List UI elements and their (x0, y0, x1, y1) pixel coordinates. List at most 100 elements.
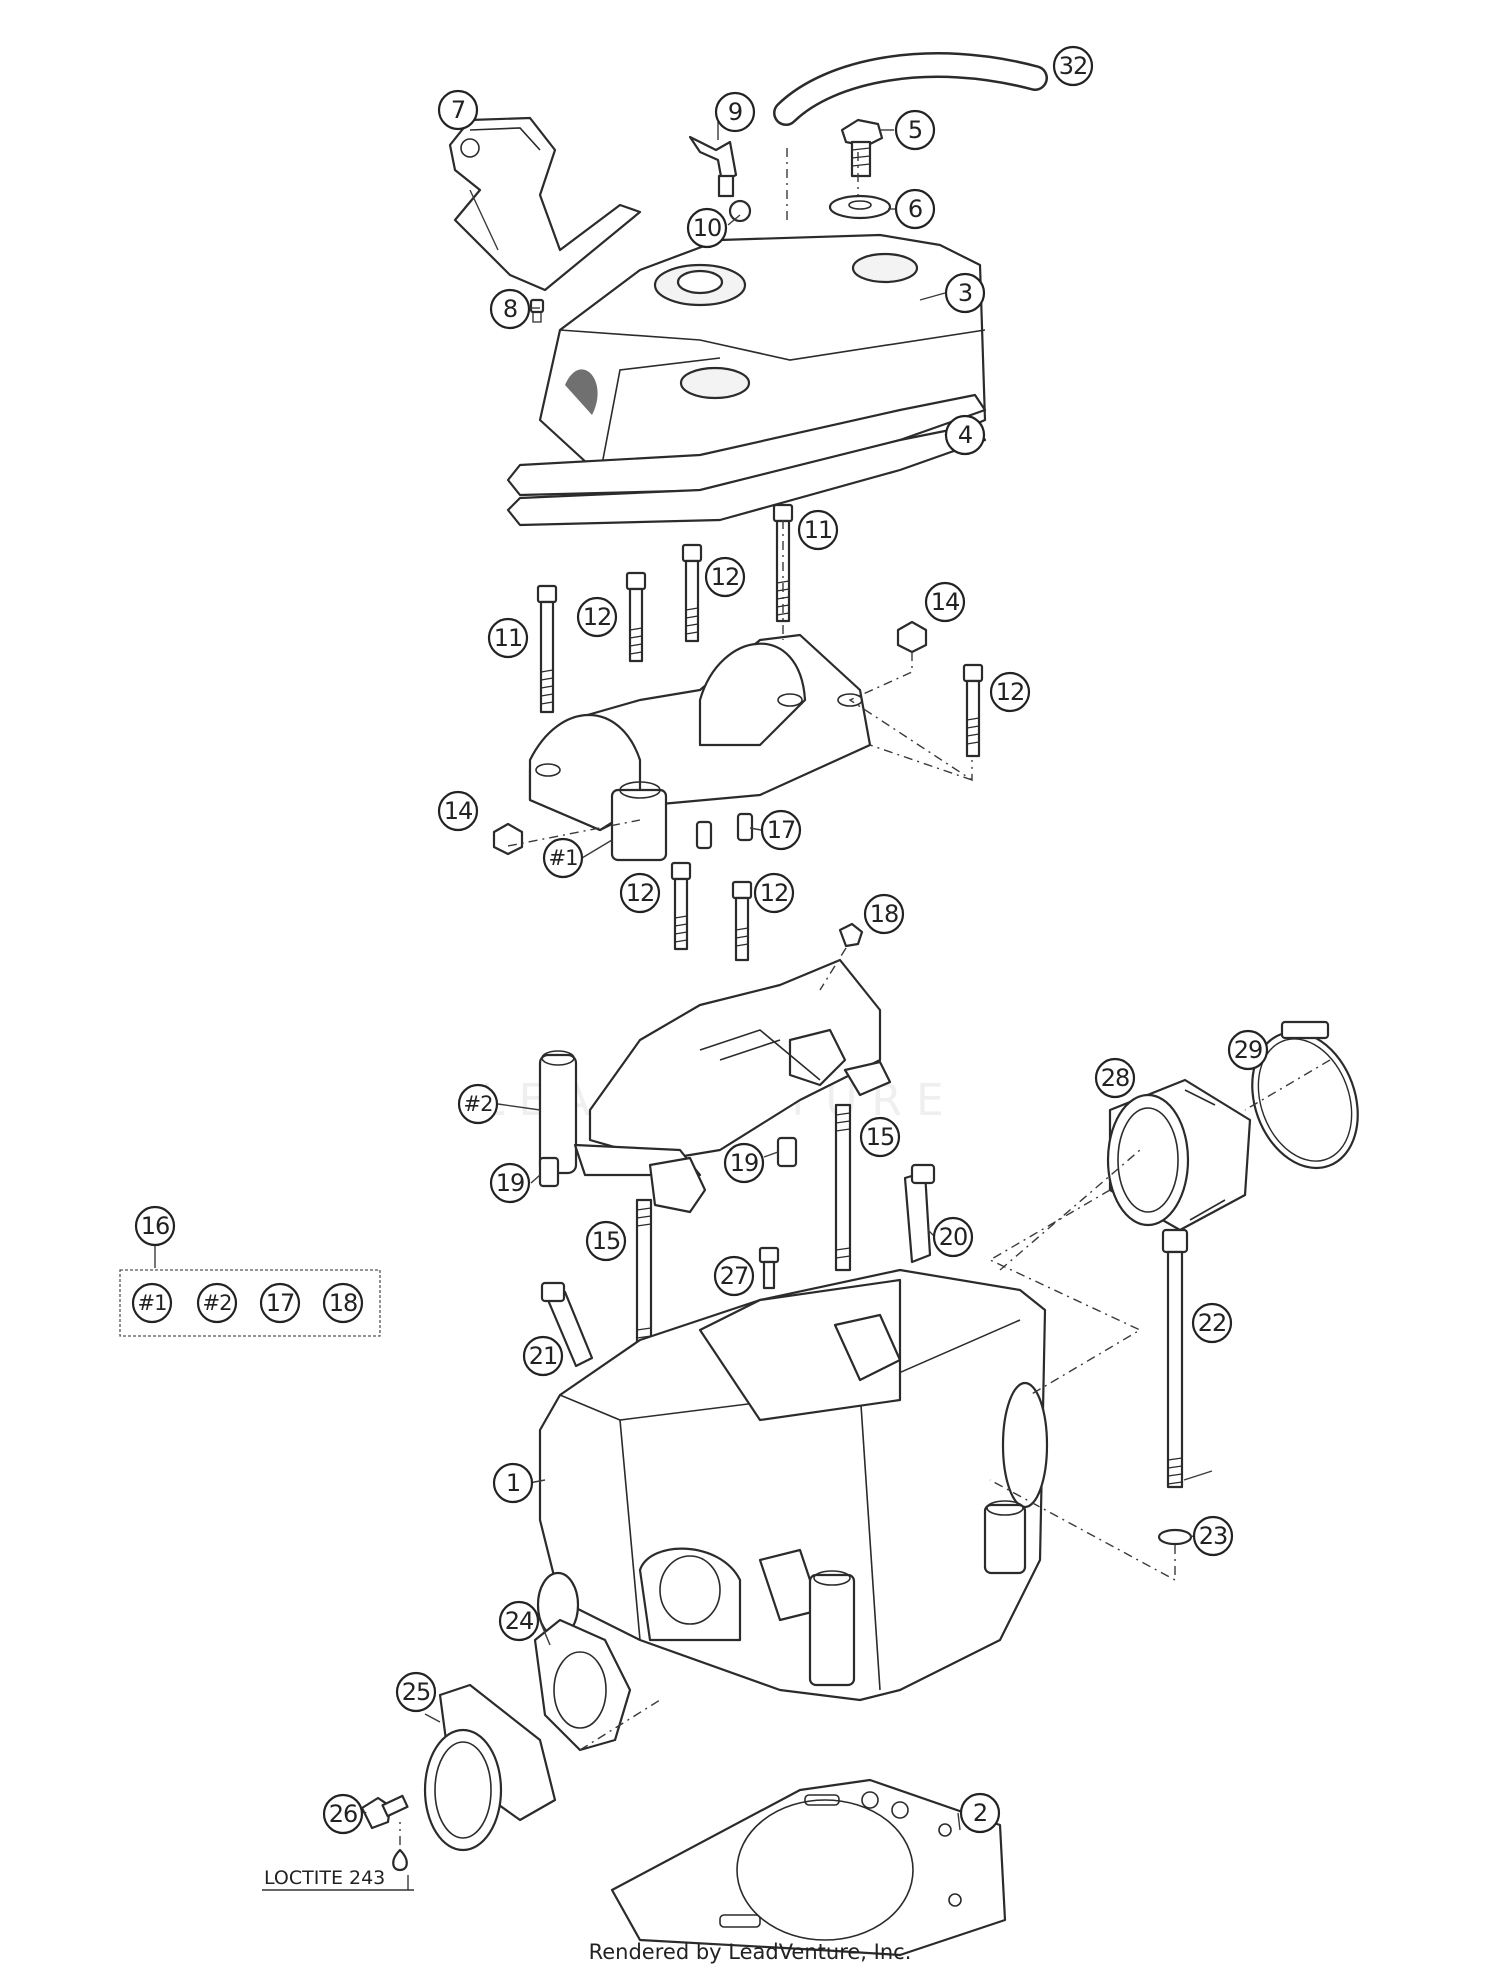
svg-text:24: 24 (505, 1607, 534, 1635)
cylinder-head (536, 1268, 1049, 1702)
callout-21[interactable]: 21 (522, 1335, 564, 1377)
dowel-c (538, 1156, 560, 1188)
svg-text:5: 5 (908, 116, 922, 144)
callout-15-right[interactable]: 15 (859, 1116, 901, 1158)
svg-text:12: 12 (583, 603, 612, 631)
svg-text:25: 25 (402, 1678, 431, 1706)
kit-item-18[interactable]: 18 (322, 1282, 364, 1324)
bolt-12-d (670, 861, 692, 951)
callout-1[interactable]: 1 (492, 1462, 534, 1504)
svg-text:8: 8 (503, 295, 517, 323)
callout-5[interactable]: 5 (894, 109, 936, 151)
callout-23[interactable]: 23 (1192, 1515, 1234, 1557)
callout-29[interactable]: 29 (1227, 1029, 1269, 1071)
flange-screw (360, 1794, 409, 1830)
bracket-part (448, 116, 642, 292)
svg-text:21: 21 (529, 1342, 558, 1370)
svg-text:12: 12 (711, 563, 740, 591)
callout-12-top[interactable]: 12 (704, 556, 746, 598)
callout-11-left[interactable]: 11 (487, 617, 529, 659)
callout-17[interactable]: 17 (760, 809, 802, 851)
svg-text:18: 18 (870, 900, 899, 928)
callout-hash-1[interactable]: #1 (542, 837, 584, 879)
callout-12-lower-left[interactable]: 12 (619, 872, 661, 914)
head-long-bolt (1161, 1228, 1189, 1489)
hose-clamp (1251, 1020, 1359, 1170)
head-gasket (610, 1778, 1007, 1957)
callout-8[interactable]: 8 (489, 288, 531, 330)
kit-box (119, 1269, 381, 1337)
bolt-12-a (625, 571, 647, 663)
svg-text:28: 28 (1101, 1064, 1130, 1092)
callout-16[interactable]: 16 (134, 1205, 176, 1247)
svg-text:12: 12 (996, 678, 1025, 706)
kit-item-17[interactable]: 17 (259, 1282, 301, 1324)
svg-text:15: 15 (866, 1123, 895, 1151)
exhaust-flange (423, 1683, 557, 1852)
svg-text:20: 20 (939, 1223, 968, 1251)
nut-left (492, 822, 524, 856)
callout-12-lower-right[interactable]: 12 (753, 872, 795, 914)
loctite-drop (392, 1848, 408, 1872)
callout-3[interactable]: 3 (944, 272, 986, 314)
callout-12-right[interactable]: 12 (989, 671, 1031, 713)
svg-text:32: 32 (1059, 52, 1088, 80)
cover-bolt (840, 118, 884, 178)
svg-text:23: 23 (1199, 1522, 1228, 1550)
callout-27[interactable]: 27 (713, 1255, 755, 1297)
callout-25[interactable]: 25 (395, 1671, 437, 1713)
screw-small (529, 298, 545, 323)
callout-24[interactable]: 24 (498, 1600, 540, 1642)
svg-text:#1: #1 (138, 1291, 167, 1315)
svg-text:15: 15 (592, 1227, 621, 1255)
callout-9[interactable]: 9 (714, 91, 756, 133)
intake-rubber (1106, 1078, 1252, 1232)
svg-text:7: 7 (451, 96, 465, 124)
screw-27 (758, 1246, 780, 1290)
callout-20[interactable]: 20 (932, 1216, 974, 1258)
svg-text:1: 1 (506, 1469, 520, 1497)
svg-text:#1: #1 (549, 846, 578, 870)
svg-text:3: 3 (958, 279, 972, 307)
bolt-12-b (681, 543, 703, 643)
callout-19-left[interactable]: 19 (489, 1162, 531, 1204)
svg-text:19: 19 (730, 1149, 759, 1177)
callout-4[interactable]: 4 (944, 414, 986, 456)
dowel-d (776, 1136, 798, 1168)
kit-item-hash-1[interactable]: #1 (131, 1282, 173, 1324)
exhaust-gasket (533, 1618, 632, 1752)
svg-text:#2: #2 (203, 1291, 232, 1315)
callout-14-right[interactable]: 14 (924, 581, 966, 623)
svg-text:12: 12 (760, 879, 789, 907)
callout-22[interactable]: 22 (1191, 1302, 1233, 1344)
svg-text:10: 10 (693, 214, 722, 242)
footer-credit: Rendered by LeadVenture, Inc. (588, 1940, 912, 1964)
callout-7[interactable]: 7 (437, 89, 479, 131)
callout-11-right[interactable]: 11 (797, 509, 839, 551)
plug (838, 922, 864, 948)
callout-15-left[interactable]: 15 (585, 1220, 627, 1262)
svg-text:26: 26 (329, 1800, 358, 1828)
callout-6[interactable]: 6 (894, 188, 936, 230)
callout-19-right[interactable]: 19 (723, 1142, 765, 1184)
callout-14-left[interactable]: 14 (437, 790, 479, 832)
svg-text:17: 17 (767, 816, 796, 844)
svg-text:14: 14 (931, 588, 960, 616)
callout-18[interactable]: 18 (863, 893, 905, 935)
callout-10[interactable]: 10 (686, 207, 728, 249)
callout-32[interactable]: 32 (1052, 45, 1094, 87)
svg-text:4: 4 (958, 421, 972, 449)
svg-text:14: 14 (444, 797, 473, 825)
callout-26[interactable]: 26 (322, 1793, 364, 1835)
svg-text:9: 9 (728, 98, 742, 126)
bolt-12-c (962, 663, 984, 758)
bearing-bridge-upper (528, 633, 872, 862)
callout-2[interactable]: 2 (959, 1792, 1001, 1834)
callout-28[interactable]: 28 (1094, 1057, 1136, 1099)
callout-hash-2[interactable]: #2 (457, 1083, 499, 1125)
callout-12-left[interactable]: 12 (576, 596, 618, 638)
elbow-fitting (688, 135, 738, 198)
breather-hose (773, 52, 1048, 126)
svg-text:16: 16 (141, 1212, 170, 1240)
kit-item-hash-2[interactable]: #2 (196, 1282, 238, 1324)
